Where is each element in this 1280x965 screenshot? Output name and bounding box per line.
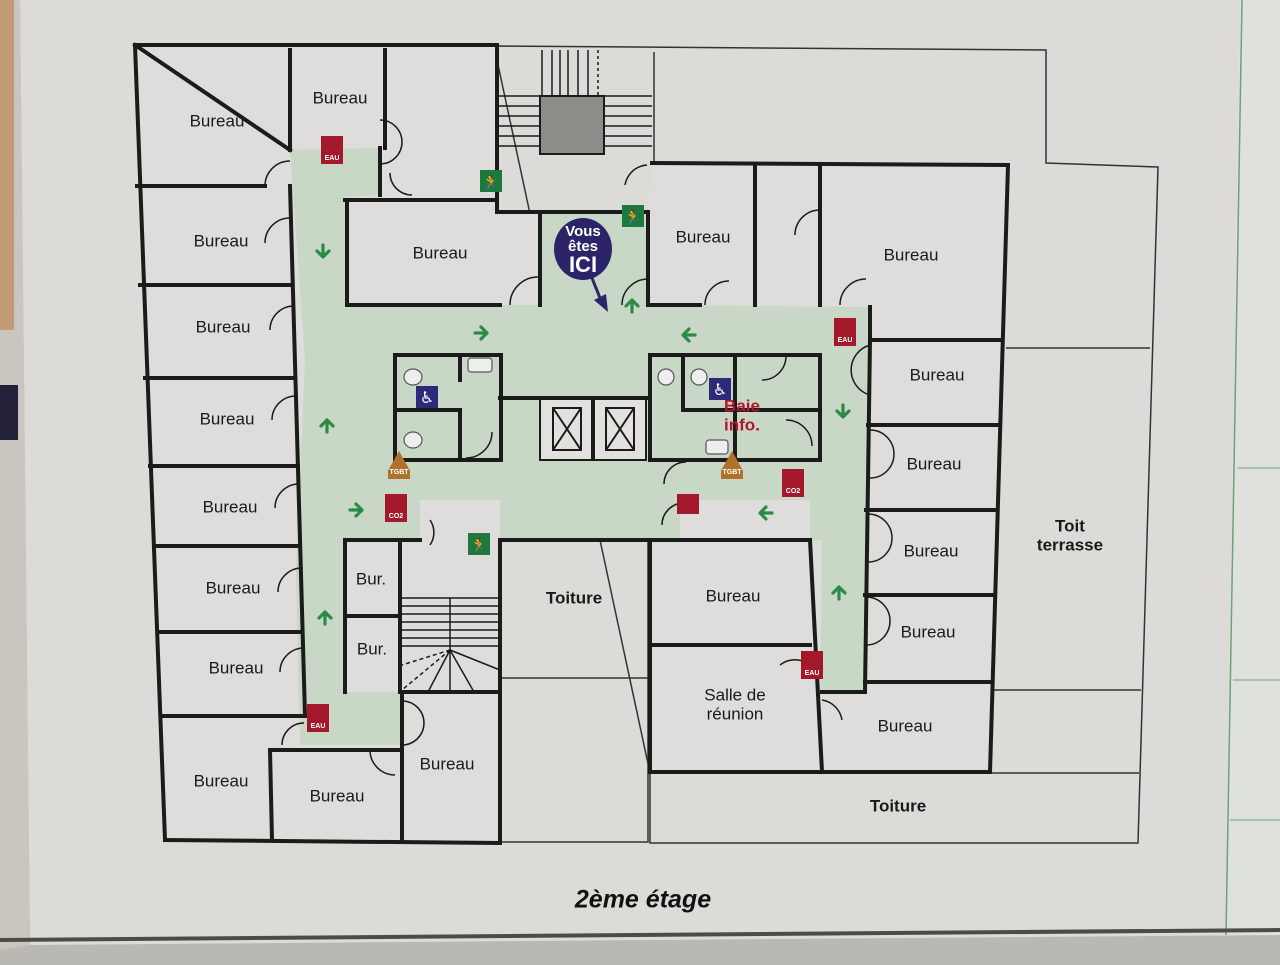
floor-title: 2ème étage: [574, 885, 712, 914]
you-are-here-line1: Vous: [565, 223, 601, 240]
svg-text:♿: ♿: [420, 388, 434, 407]
room-label: Bureau: [705, 586, 761, 606]
room-label: Bureau: [906, 454, 962, 474]
room-label: Bureau: [202, 497, 258, 517]
room-label: Bureau: [205, 578, 261, 598]
room-label: Bureau: [877, 716, 933, 736]
room-label: Bureau: [903, 541, 959, 561]
room-label: Bur.: [356, 639, 388, 659]
room-label: Bureau: [189, 111, 245, 131]
room-label: Bureau: [312, 88, 368, 108]
room-label: Bureau: [675, 227, 731, 247]
svg-text:♿: ♿: [713, 380, 727, 399]
room-label: Bureau: [412, 243, 468, 263]
fire-extinguisher-icon: CO2: [782, 469, 804, 497]
room-label: Bureau: [883, 245, 939, 265]
roof-label: Toiture: [545, 588, 603, 608]
fire-extinguisher-icon: EAU: [834, 318, 856, 346]
fire-extinguisher-icon: EAU: [307, 704, 329, 732]
room-label: Bureau: [199, 409, 255, 429]
roof-label: Toiture: [869, 796, 927, 816]
room-label: Bureau: [309, 786, 365, 806]
fire-alarm-icon: [677, 494, 699, 514]
you-are-here-line3: ICI: [568, 252, 598, 277]
room-label: Bureau: [193, 231, 249, 251]
fire-extinguisher-icon: EAU: [801, 651, 823, 679]
svg-text:🏃: 🏃: [470, 537, 487, 554]
room-label: Bureau: [419, 754, 475, 774]
room-label: Bureau: [193, 771, 249, 791]
room-label: Bur.: [355, 569, 387, 589]
room-label: Bureau: [208, 658, 264, 678]
room-label: Bureau: [900, 622, 956, 642]
fire-extinguisher-icon: CO2: [385, 494, 407, 522]
room-label: Bureau: [909, 365, 965, 385]
you-are-here-marker: Vous êtes ICI: [554, 218, 612, 280]
fire-extinguisher-icon: EAU: [321, 136, 343, 164]
you-are-here-line2: êtes: [567, 238, 599, 255]
svg-text:🏃: 🏃: [624, 209, 641, 226]
svg-text:🏃: 🏃: [482, 174, 499, 191]
room-label: Bureau: [195, 317, 251, 337]
